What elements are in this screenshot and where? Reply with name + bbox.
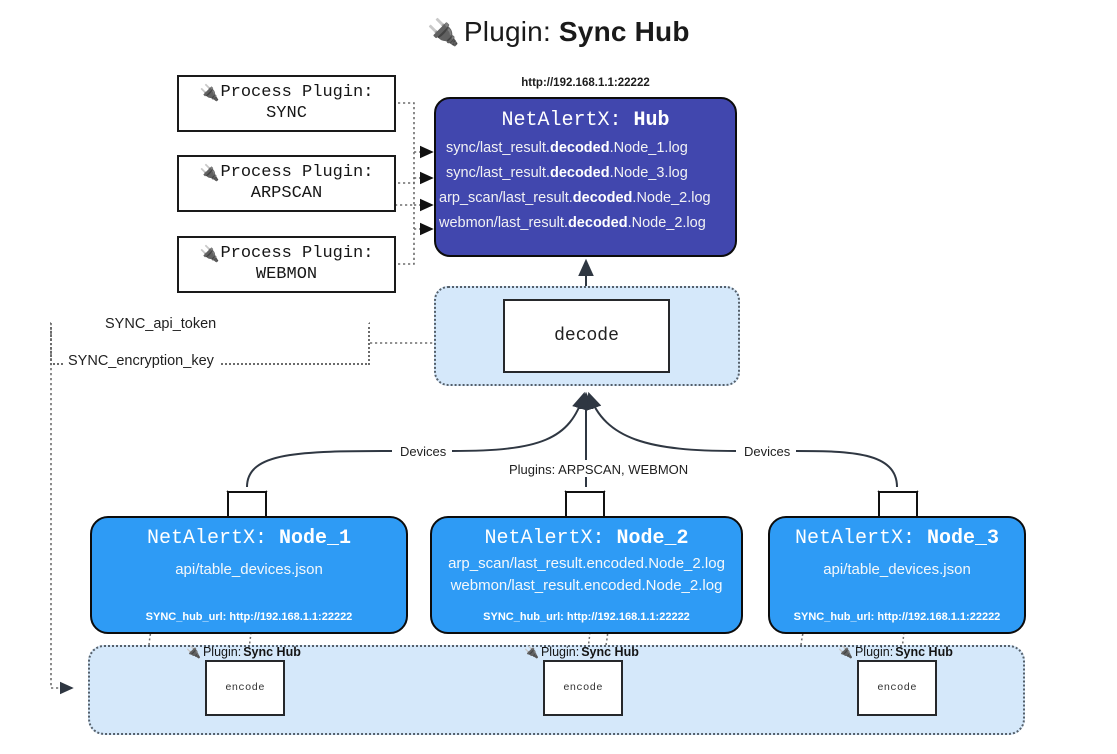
hub-log-bold: decoded (549, 140, 610, 156)
plug-icon: 🔌 (186, 645, 201, 659)
edge-label-devices-left: Devices (396, 444, 451, 459)
hub-log-post: .Node_2.log (627, 215, 706, 231)
encoder-label-prefix: Plugin: (202, 645, 242, 659)
edge-node1-curve (246, 450, 393, 488)
process-plugin-name: WEBMON (255, 264, 318, 284)
node-resource-line: api/table_devices.json (175, 561, 323, 578)
node-title-name: Node_2 (616, 527, 689, 550)
plug-icon: 🔌 (199, 83, 220, 103)
edge-sync-to-hub (398, 102, 415, 152)
process-plugin-name: ARPSCAN (250, 183, 323, 203)
plug-icon: 🔌 (199, 163, 220, 183)
decode-box[interactable]: decode (503, 299, 670, 373)
sync-encryption-key-label: SYNC_encryption_key (63, 353, 219, 369)
hub-log-row: arp_scan/last_result.decoded.Node_2.log (436, 186, 735, 211)
encoder-label-name: Sync Hub (895, 645, 953, 659)
hub-log-pre: sync/last_result. (446, 165, 550, 181)
node-3[interactable]: NetAlertX: Node_3 api/table_devices.json… (768, 516, 1026, 634)
process-plugin-label: Process Plugin: (220, 162, 374, 182)
hub-title-name: Hub (633, 109, 670, 132)
node-hub-url: SYNC_hub_url: http://192.168.1.1:22222 (483, 611, 690, 623)
node-title-prefix: NetAlertX: (794, 527, 927, 550)
node-title-prefix: NetAlertX: (146, 527, 279, 550)
node-resource-line: webmon/last_result.encoded.Node_2.log (450, 577, 723, 594)
encoder-plugin-label-1: 🔌Plugin: Sync Hub (186, 645, 301, 659)
hub-log-pre: sync/last_result. (446, 140, 550, 156)
node-resource-line: api/table_devices.json (823, 561, 971, 578)
process-plugin-arpscan[interactable]: 🔌 Process Plugin: ARPSCAN (177, 155, 396, 212)
node-hub-url: SYNC_hub_url: http://192.168.1.1:22222 (145, 611, 353, 623)
hub-log-bold: decoded (567, 215, 628, 231)
edge-webmon-join (398, 232, 415, 265)
process-plugin-label: Process Plugin: (220, 243, 374, 263)
edge-label-devices-right: Devices (740, 444, 795, 459)
process-plugin-name: SYNC (266, 103, 307, 123)
node-resource-line: arp_scan/last_result.encoded.Node_2.log (448, 555, 725, 572)
node-title-name: Node_3 (927, 527, 1000, 550)
page-title-prefix: Plugin: (463, 16, 559, 47)
process-plugin-sync[interactable]: 🔌 Process Plugin: SYNC (177, 75, 396, 132)
node-title: NetAlertX: Node_2 (432, 527, 741, 550)
encoder-label-prefix: Plugin: (854, 645, 894, 659)
hub-log-pre: arp_scan/last_result. (439, 190, 573, 206)
edge-token-to-band (50, 323, 74, 695)
hub-log-row: sync/last_result.decoded.Node_1.log (436, 136, 735, 161)
hub-node[interactable]: NetAlertX: Hub sync/last_result.decoded.… (434, 97, 737, 257)
node-title: NetAlertX: Node_3 (770, 527, 1024, 550)
node-hub-url: SYNC_hub_url: http://192.168.1.1:22222 (793, 611, 1001, 623)
encode-box-1[interactable]: encode (205, 660, 285, 716)
node-title-name: Node_1 (279, 527, 352, 550)
process-plugin-webmon[interactable]: 🔌 Process Plugin: WEBMON (177, 236, 396, 293)
edge-node3-to-decode (586, 391, 737, 452)
hub-url-label: http://192.168.1.1:22222 (521, 77, 650, 89)
plug-icon: 🔌 (838, 645, 853, 659)
encoder-label-name: Sync Hub (581, 645, 639, 659)
hub-log-post: .Node_2.log (632, 190, 711, 206)
hub-log-bold: decoded (549, 165, 610, 181)
edge-node3-curve (795, 450, 898, 488)
plug-icon: 🔌 (524, 645, 539, 659)
hub-log-bold: decoded (572, 190, 633, 206)
encoder-label-prefix: Plugin: (540, 645, 580, 659)
sync-api-token-label: SYNC_api_token (100, 316, 222, 332)
hub-log-row: webmon/last_result.decoded.Node_2.log (436, 211, 735, 236)
edge-arpscan-join (398, 178, 415, 184)
hub-log-post: .Node_3.log (609, 165, 688, 181)
page-title: 🔌Plugin: Sync Hub (0, 16, 1117, 48)
node-title-prefix: NetAlertX: (484, 527, 617, 550)
hub-title: NetAlertX: Hub (436, 109, 735, 132)
edge-node1-to-decode (451, 391, 588, 452)
plug-icon: 🔌 (199, 244, 220, 264)
edge-label-plugins-center: Plugins: ARPSCAN, WEBMON (505, 462, 693, 477)
hub-log-post: .Node_1.log (609, 140, 688, 156)
hub-log-row: sync/last_result.decoded.Node_3.log (436, 161, 735, 186)
node-title: NetAlertX: Node_1 (92, 527, 406, 550)
page-title-name: Sync Hub (558, 16, 690, 47)
encoder-plugin-label-3: 🔌Plugin: Sync Hub (838, 645, 953, 659)
encode-box-2[interactable]: encode (543, 660, 623, 716)
node-1[interactable]: NetAlertX: Node_1 api/table_devices.json… (90, 516, 408, 634)
process-plugin-label: Process Plugin: (220, 82, 374, 102)
plug-icon: 🔌 (427, 17, 460, 47)
encode-box-3[interactable]: encode (857, 660, 937, 716)
encoder-label-name: Sync Hub (243, 645, 301, 659)
encoder-plugin-label-2: 🔌Plugin: Sync Hub (524, 645, 639, 659)
hub-title-prefix: NetAlertX: (501, 109, 634, 132)
hub-log-pre: webmon/last_result. (439, 215, 568, 231)
node-2[interactable]: NetAlertX: Node_2 arp_scan/last_result.e… (430, 516, 743, 634)
